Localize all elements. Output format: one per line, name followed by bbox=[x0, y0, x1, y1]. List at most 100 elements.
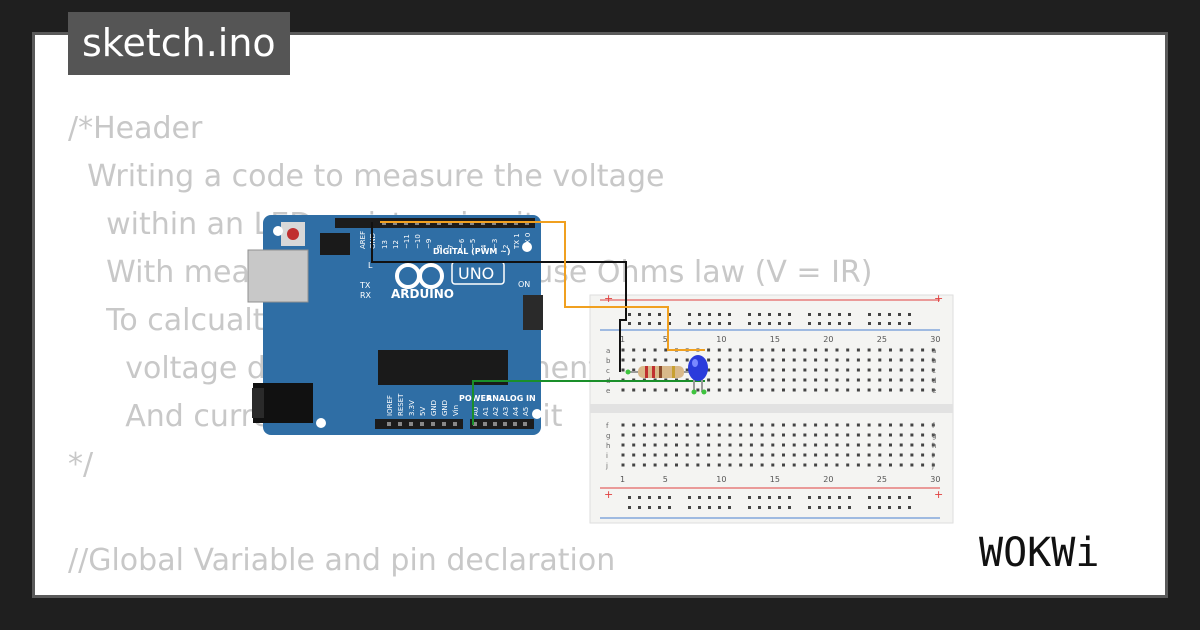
header-pin[interactable] bbox=[513, 422, 517, 426]
resistor[interactable] bbox=[628, 366, 690, 378]
bb-hole bbox=[846, 463, 850, 467]
bb-hole bbox=[824, 443, 828, 447]
bb-hole bbox=[792, 433, 796, 437]
bb-hole bbox=[921, 423, 925, 427]
rail-hole bbox=[818, 496, 821, 499]
code-line: Writing a code to measure the voltage bbox=[68, 159, 665, 194]
bb-hole bbox=[728, 423, 732, 427]
bb-hole bbox=[867, 433, 871, 437]
bb-hole bbox=[728, 433, 732, 437]
bb-hole bbox=[760, 423, 764, 427]
bb-hole bbox=[867, 423, 871, 427]
bb-hole bbox=[771, 423, 775, 427]
bb-hole bbox=[749, 368, 753, 372]
signal-wire bbox=[380, 221, 705, 351]
bb-hole bbox=[889, 443, 892, 447]
plus-label: + bbox=[934, 292, 943, 305]
column-number: 20 bbox=[823, 335, 833, 344]
bb-hole bbox=[921, 348, 925, 352]
bb-hole bbox=[675, 443, 678, 447]
row-label: f bbox=[932, 422, 935, 430]
bb-hole bbox=[835, 378, 839, 382]
column-number: 10 bbox=[716, 475, 726, 484]
bb-hole bbox=[899, 368, 903, 372]
led[interactable] bbox=[625, 355, 709, 395]
bb-hole bbox=[728, 358, 732, 362]
bb-hole bbox=[760, 368, 764, 372]
row-label: h bbox=[932, 442, 936, 450]
bb-hole bbox=[685, 358, 689, 362]
bb-hole bbox=[642, 453, 646, 457]
header-pin[interactable] bbox=[453, 422, 457, 426]
bb-hole bbox=[889, 453, 892, 457]
bb-hole bbox=[664, 423, 668, 427]
bb-hole bbox=[642, 388, 646, 392]
bb-hole bbox=[782, 443, 785, 447]
rail-hole bbox=[688, 506, 691, 509]
header-pin[interactable] bbox=[523, 422, 527, 426]
bb-hole bbox=[878, 358, 882, 362]
bb-hole bbox=[675, 433, 678, 437]
bb-hole bbox=[728, 443, 732, 447]
uno-label: UNO bbox=[458, 264, 494, 283]
header-pin[interactable] bbox=[473, 422, 477, 426]
bb-hole bbox=[717, 368, 721, 372]
rail-hole bbox=[628, 313, 631, 316]
pin-label: 2 bbox=[502, 245, 510, 249]
bb-hole bbox=[792, 453, 796, 457]
bb-hole bbox=[739, 453, 743, 457]
bb-hole bbox=[771, 388, 775, 392]
svg-text:WOKWi: WOKWi bbox=[979, 530, 1099, 576]
bb-hole bbox=[760, 463, 764, 467]
arduino-board[interactable]: DIGITAL (PWM ~) ARDUINO UNO ON TX RX L P… bbox=[247, 215, 543, 435]
bb-hole bbox=[792, 463, 796, 467]
bb-hole bbox=[685, 463, 689, 467]
rail-hole bbox=[848, 496, 851, 499]
file-tab[interactable]: sketch.ino bbox=[68, 12, 290, 75]
rail-hole bbox=[628, 506, 631, 509]
rail-hole bbox=[818, 313, 821, 316]
rail-hole bbox=[698, 506, 701, 509]
bb-hole bbox=[632, 463, 636, 467]
rail-hole bbox=[698, 496, 701, 499]
header-pin[interactable] bbox=[503, 422, 507, 426]
bb-hole bbox=[707, 423, 711, 427]
bb-hole bbox=[910, 348, 914, 352]
bb-hole bbox=[632, 443, 636, 447]
header-pin[interactable] bbox=[387, 422, 391, 426]
header-pin[interactable] bbox=[409, 422, 413, 426]
rail-hole bbox=[728, 496, 731, 499]
rail-hole bbox=[768, 496, 771, 499]
bb-hole bbox=[749, 423, 753, 427]
bb-hole bbox=[921, 433, 925, 437]
analog-header bbox=[470, 419, 534, 429]
bb-hole bbox=[717, 348, 721, 352]
rail-hole bbox=[668, 322, 671, 325]
header-pin[interactable] bbox=[493, 422, 497, 426]
bb-hole bbox=[749, 463, 753, 467]
header-pin[interactable] bbox=[420, 422, 424, 426]
power-label: POWER bbox=[459, 394, 492, 403]
bb-hole bbox=[856, 453, 860, 457]
header-pin[interactable] bbox=[431, 422, 435, 426]
bb-hole bbox=[792, 358, 796, 362]
header-pin[interactable] bbox=[483, 422, 487, 426]
pin-label: RESET bbox=[397, 393, 405, 416]
bb-hole bbox=[728, 348, 732, 352]
rail-hole bbox=[898, 506, 901, 509]
pin-label: 8 bbox=[436, 245, 444, 249]
bb-hole bbox=[717, 358, 721, 362]
header-pin[interactable] bbox=[442, 422, 446, 426]
rail-hole bbox=[908, 506, 911, 509]
bb-hole bbox=[771, 358, 775, 362]
ground-wire bbox=[371, 222, 627, 372]
rail-hole bbox=[668, 496, 671, 499]
rail-hole bbox=[698, 322, 701, 325]
header-pin[interactable] bbox=[398, 422, 402, 426]
wires[interactable] bbox=[371, 221, 705, 425]
rail-hole bbox=[698, 313, 701, 316]
bb-hole bbox=[803, 423, 807, 427]
rail-hole bbox=[778, 322, 781, 325]
bb-hole bbox=[675, 423, 678, 427]
